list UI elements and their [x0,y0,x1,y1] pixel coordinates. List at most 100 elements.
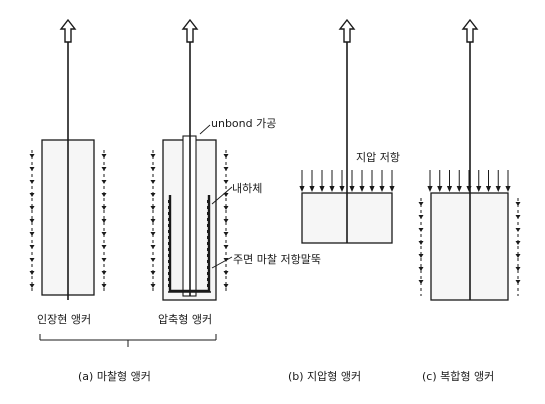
shear-arrow-icon [101,193,107,197]
shear-arrow-icon [223,271,229,275]
load-body-rib [168,254,171,257]
shear-arrow-icon [150,245,156,249]
shear-arrow-icon [150,271,156,275]
load-body-leader [211,186,233,205]
bearing-arrow-icon [446,186,453,192]
shear-arrow-icon [515,267,521,271]
bearing-arrow-icon [349,186,355,192]
shear-arrow-icon [29,232,35,236]
shear-arrow-icon [515,280,521,284]
load-body-rib [168,236,171,239]
load-body-label: 내하체 [232,182,263,195]
bearing-arrow-icon [359,186,365,192]
shear-arrow-icon [418,228,424,232]
load-body-rib [207,224,210,227]
pull-arrow-icon [461,18,479,43]
shear-arrow-icon [515,228,521,232]
shear-arrow-icon [150,154,156,158]
shear-arrow-icon [223,167,229,171]
load-body-rib [168,248,171,251]
caption-friction: (a) 마찰형 앵커 [78,370,151,383]
shear-arrow-icon [29,180,35,184]
shear-arrow-icon [418,280,424,284]
shear-arrow-icon [223,180,229,184]
shear-arrow-icon [418,254,424,258]
bearing-arrow-icon [329,186,335,192]
shear-arrow-icon [150,284,156,288]
shear-arrow-icon [418,267,424,271]
load-body-rib [207,206,210,209]
bearing-arrow-icon [466,186,472,192]
load-body-rib [168,212,171,215]
shear-arrow-icon [223,154,229,158]
shear-arrow-icon [223,206,229,210]
shear-arrow-icon [515,215,521,219]
load-body-rib [207,230,210,233]
load-body-rib [207,218,210,221]
shear-arrow-icon [101,258,107,262]
bearing-arrow-icon [379,186,385,192]
load-body-rib [168,278,171,281]
load-body-rib [168,200,171,203]
load-body-rib [168,272,171,275]
shear-arrow-icon [29,219,35,223]
bearing-arrow-icon [437,186,443,192]
bearing-arrow-icon [389,186,395,192]
skin-friction-label: 주면 마찰 저항말뚝 [233,253,321,266]
bearing-arrow-icon [476,186,482,192]
load-body-rib [168,284,171,287]
load-body-rib [168,260,171,263]
pull-arrow-icon [59,18,77,43]
bearing-arrow-icon [369,186,375,192]
shear-arrow-icon [101,271,107,275]
compression-anchor-label: 압축형 앵커 [158,313,213,326]
shear-arrow-icon [101,167,107,171]
bearing-arrow-icon [319,186,325,192]
shear-arrow-icon [29,154,35,158]
load-body-rib [168,230,171,233]
load-body-rib [207,272,210,275]
shear-arrow-icon [29,245,35,249]
shear-arrow-icon [101,284,107,288]
bearing-arrow-icon [456,186,462,192]
bearing-arrow-icon [427,186,433,192]
load-body-rib [207,266,210,269]
shear-arrow-icon [515,241,521,245]
bearing-arrow-icon [505,186,511,192]
shear-arrow-icon [223,232,229,236]
shear-arrow-icon [29,193,35,197]
bearing-arrow-icon [495,186,501,192]
load-body-rib [168,206,171,209]
shear-arrow-icon [101,154,107,158]
shear-arrow-icon [223,245,229,249]
load-body-rib [207,254,210,257]
shear-arrow-icon [150,258,156,262]
skin-friction-leader [211,256,233,269]
shear-arrow-icon [150,167,156,171]
shear-arrow-icon [29,167,35,171]
shear-arrow-icon [101,219,107,223]
pull-arrow-icon [181,18,199,43]
bearing-resistance-label: 지압 저항 [356,151,400,164]
unbond-leader [199,124,211,135]
shear-arrow-icon [515,254,521,258]
load-body-rib [207,284,210,287]
shear-arrow-icon [150,232,156,236]
caption-composite: (c) 복합형 앵커 [422,370,495,383]
load-body-rib [168,266,171,269]
shear-arrow-icon [150,193,156,197]
load-body-rib [168,224,171,227]
load-body-rib [207,278,210,281]
shear-arrow-icon [223,219,229,223]
shear-arrow-icon [150,206,156,210]
shear-arrow-icon [29,258,35,262]
shear-arrow-icon [418,241,424,245]
bearing-arrow-icon [485,186,492,192]
bearing-arrow-icon [299,186,305,192]
shear-arrow-icon [101,232,107,236]
shear-arrow-icon [29,206,35,210]
shear-arrow-icon [223,193,229,197]
shear-arrow-icon [101,180,107,184]
load-body-rib [207,260,210,263]
